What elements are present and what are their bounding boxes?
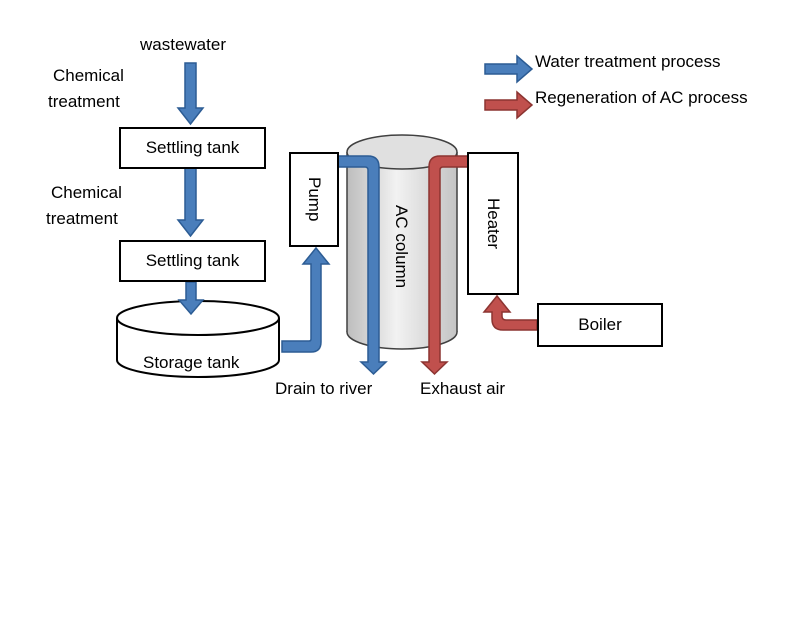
legend-regen-arrow	[484, 90, 534, 120]
pump-box: Pump	[289, 152, 339, 247]
water-flow-arrows	[176, 62, 388, 376]
legend-water-label: Water treatment process	[535, 52, 721, 71]
drain-to-river-label: Drain to river	[275, 379, 373, 398]
arrow-heater-to-exhaust	[420, 155, 470, 376]
legend-regen-label: Regeneration of AC process	[535, 88, 748, 107]
boiler-box: Boiler	[537, 303, 663, 347]
pump-label: Pump	[305, 177, 324, 222]
settling-tank-1: Settling tank	[119, 127, 266, 169]
chemical-treatment-1-line1: Chemical	[53, 66, 124, 85]
settling-tank-2: Settling tank	[119, 240, 266, 282]
arrow-boiler-to-heater	[482, 294, 538, 331]
storage-tank-label: Storage tank	[143, 353, 240, 372]
arrow-to-settling-1	[176, 62, 205, 126]
chemical-treatment-2-line1: Chemical	[51, 183, 122, 202]
wastewater-label: wastewater	[140, 35, 226, 54]
exhaust-air-label: Exhaust air	[420, 379, 506, 398]
arrow-pump-to-drain	[337, 155, 388, 376]
arrow-storage-to-pump	[281, 246, 331, 353]
heater-box: Heater	[467, 152, 519, 295]
ac-column-label: AC column	[392, 205, 411, 289]
settling-tank-2-label: Settling tank	[145, 251, 240, 270]
legend-water-arrow	[484, 54, 534, 84]
storage-tank-shape	[116, 300, 280, 378]
boiler-label: Boiler	[578, 315, 622, 334]
regeneration-flow-arrows	[420, 155, 538, 376]
heater-label: Heater	[484, 197, 503, 250]
arrow-to-storage	[177, 281, 205, 316]
legend-arrows	[484, 54, 534, 120]
chemical-treatment-1-line2: treatment	[48, 92, 120, 111]
chemical-treatment-2-line2: treatment	[46, 209, 118, 228]
arrow-to-settling-2	[176, 167, 205, 238]
settling-tank-1-label: Settling tank	[145, 138, 240, 157]
